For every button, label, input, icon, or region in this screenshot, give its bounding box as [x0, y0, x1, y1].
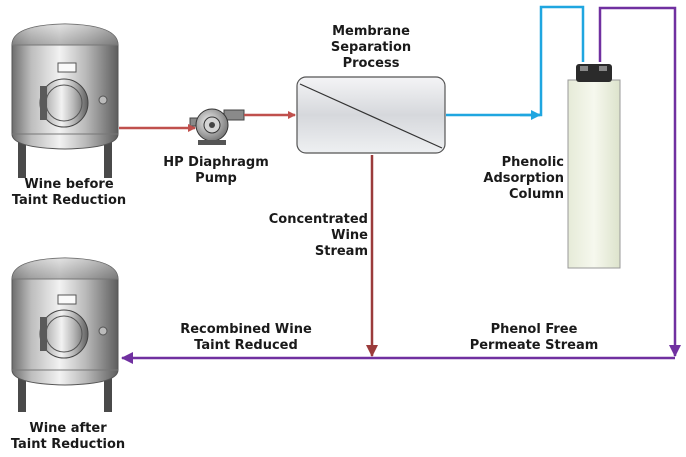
tank-wine-before — [11, 23, 119, 178]
tank-out-label-line2: Taint Reduction — [10, 437, 126, 452]
permeate-line-to-column — [446, 5, 585, 117]
concentrate-label-line2: Wine — [331, 228, 368, 243]
permeate-label-line2: Permeate Stream — [469, 338, 599, 353]
column-label-line2: Adsorption — [483, 171, 564, 186]
tank-in-label-line1: Wine before — [24, 177, 114, 192]
pump-label-line1: HP Diaphragm — [163, 155, 269, 170]
tank-in-label-line2: Taint Reduction — [11, 193, 127, 208]
column-label-line3: Column — [509, 187, 564, 202]
hp-diaphragm-pump — [189, 108, 245, 145]
membrane-label-line3: Process — [342, 56, 400, 71]
tank-wine-after — [11, 257, 119, 412]
tank-out-label-line1: Wine after — [29, 421, 107, 436]
column-label: Phenolic Adsorption Column — [470, 155, 564, 203]
recombined-label: Recombined Wine Taint Reduced — [176, 322, 316, 354]
concentrate-label: Concentrated Wine Stream — [250, 212, 368, 260]
concentrate-label-line1: Concentrated — [268, 212, 368, 227]
tank-in-label: Wine before Taint Reduction — [8, 177, 130, 209]
recombined-label-line2: Taint Reduced — [194, 338, 298, 353]
concentrate-label-line3: Stream — [314, 244, 368, 259]
pump-label-line2: Pump — [195, 171, 237, 186]
permeate-label: Phenol Free Permeate Stream — [456, 322, 612, 354]
recombined-label-line1: Recombined Wine — [180, 322, 312, 337]
column-label-line1: Phenolic — [501, 155, 564, 170]
membrane-module — [296, 76, 446, 154]
membrane-label-line1: Membrane — [332, 24, 410, 39]
column-return-line — [598, 6, 681, 357]
adsorption-column — [567, 64, 621, 269]
permeate-label-line1: Phenol Free — [490, 322, 578, 337]
membrane-label-line2: Separation — [330, 40, 412, 55]
pump-label: HP Diaphragm Pump — [156, 155, 276, 187]
membrane-label: Membrane Separation Process — [316, 24, 426, 72]
tank-out-label: Wine after Taint Reduction — [4, 421, 132, 453]
